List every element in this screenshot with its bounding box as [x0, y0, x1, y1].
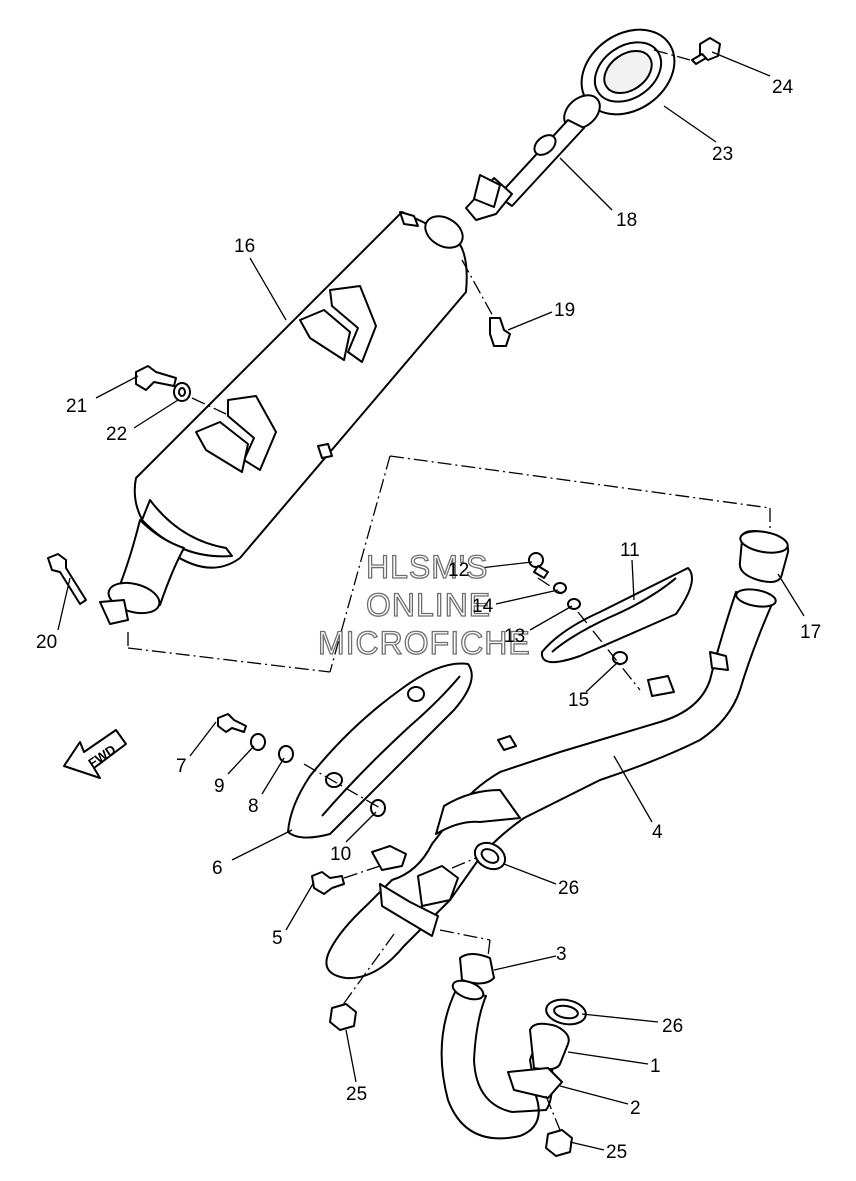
- callout-25-lower: 25: [606, 1142, 627, 1163]
- part-8-washer: [278, 745, 294, 763]
- watermark-line-2: ONLINE: [366, 587, 491, 623]
- part-20-bolt: [47, 553, 87, 605]
- callout-5: 5: [272, 928, 283, 949]
- part-18-spark-arrestor: [465, 94, 601, 221]
- callout-3: 3: [556, 944, 567, 965]
- callout-14: 14: [472, 596, 494, 617]
- callout-7: 7: [176, 756, 187, 777]
- callouts: 24 23 18 16 19 21 22 20 17 11 12 14 13 1…: [36, 77, 821, 1163]
- callout-10: 10: [330, 844, 351, 865]
- part-7-bolt: [217, 713, 247, 733]
- part-9-washer: [250, 733, 266, 751]
- callout-16: 16: [234, 236, 255, 257]
- leader-lines: [57, 51, 805, 1151]
- watermark: HLSM'S ONLINE MICROFICHE: [317, 548, 531, 661]
- callout-1: 1: [650, 1056, 661, 1077]
- part-16-muffler: [99, 211, 468, 625]
- watermark-line-3: MICROFICHE: [318, 625, 531, 661]
- callout-12: 12: [448, 560, 469, 581]
- callout-6: 6: [212, 858, 223, 879]
- callout-18: 18: [616, 210, 637, 231]
- callout-11: 11: [620, 540, 640, 561]
- part-19-bolt: [489, 317, 511, 347]
- callout-19: 19: [554, 300, 575, 321]
- callout-25-upper: 25: [346, 1084, 367, 1105]
- watermark-line-1: HLSM'S: [366, 549, 488, 585]
- part-1-header-pipe: [440, 979, 570, 1140]
- callout-20: 20: [36, 632, 57, 653]
- callout-21: 21: [66, 396, 87, 417]
- callout-26-upper: 26: [558, 878, 579, 899]
- part-11-heat-shield-inner: [551, 577, 677, 653]
- callout-2: 2: [630, 1098, 641, 1119]
- part-3-gasket: [459, 953, 495, 985]
- callout-9: 9: [214, 776, 225, 797]
- part-5-bolt: [311, 871, 345, 895]
- callout-4: 4: [652, 822, 663, 843]
- part-17-gasket: [738, 530, 790, 583]
- part-22-washer-hole: [178, 387, 186, 397]
- callout-15: 15: [568, 690, 589, 711]
- callout-24: 24: [772, 77, 794, 98]
- part-25-nut-lower: [545, 1129, 573, 1157]
- part-25-nut-upper: [329, 1003, 357, 1031]
- part-14-washer: [553, 582, 567, 594]
- alignment-lines: [127, 49, 771, 1131]
- part-4-exhaust-pipe: [325, 588, 777, 980]
- part-21-bolt: [135, 365, 177, 391]
- part-6-heat-shield: [287, 662, 473, 839]
- part-26-gasket-upper-hole: [480, 848, 500, 864]
- callout-22: 22: [106, 424, 127, 445]
- part-26-gasket-lower-hole: [553, 1004, 579, 1020]
- callout-8: 8: [248, 796, 259, 817]
- callout-17: 17: [800, 622, 821, 643]
- part-10-washer: [370, 799, 386, 817]
- forward-direction-arrow: FWD: [63, 729, 127, 779]
- callout-26-lower: 26: [662, 1016, 683, 1037]
- part-12-screw: [528, 552, 544, 568]
- part-12-screw-shaft: [533, 565, 549, 579]
- callout-13: 13: [504, 626, 525, 647]
- part-24-bolt: [691, 37, 721, 65]
- callout-23: 23: [712, 144, 733, 165]
